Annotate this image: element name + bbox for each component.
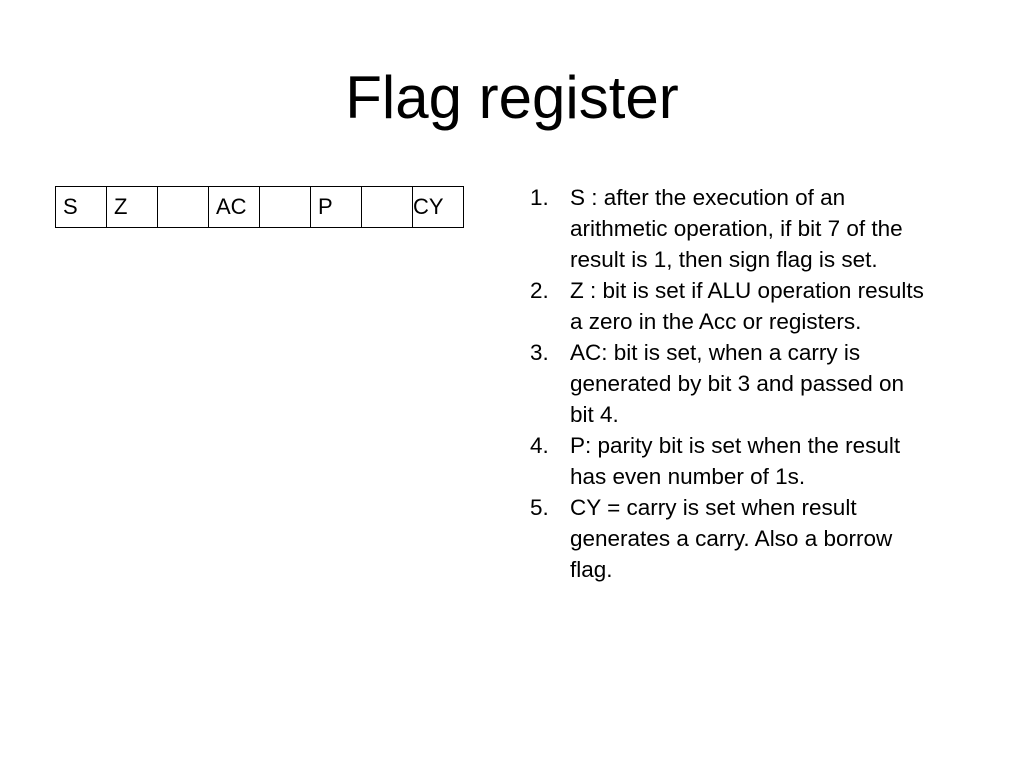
list-item-number: 4. — [530, 433, 549, 458]
flag-cell-p: P — [310, 186, 362, 228]
list-item-text: AC: bit is set, when a carry is generate… — [570, 340, 905, 427]
list-item-number: 1. — [530, 185, 549, 210]
list-item-number: 2. — [530, 278, 549, 303]
flag-cell-cy: CY — [412, 186, 464, 228]
list-item-number: 5. — [530, 495, 549, 520]
flag-cell-s: S — [55, 186, 107, 228]
list-item-text: P: parity bit is set when the result has… — [570, 433, 901, 489]
flag-cell-empty-3 — [361, 186, 413, 228]
flag-cell-ac: AC — [208, 186, 260, 228]
list-item-text: Z : bit is set if ALU operation results … — [570, 278, 924, 334]
flag-description-list: 1. S : after the execution of an arithme… — [530, 182, 930, 585]
list-item-text: S : after the execution of an arithmetic… — [570, 185, 903, 272]
slide-title: Flag register — [345, 64, 679, 131]
list-item: 3. AC: bit is set, when a carry is gener… — [530, 337, 930, 430]
list-item: 4. P: parity bit is set when the result … — [530, 430, 930, 492]
flag-cell-empty-2 — [259, 186, 311, 228]
flag-register-row: S Z AC P CY — [55, 186, 464, 228]
flag-cell-empty-1 — [157, 186, 209, 228]
list-item: 5. CY = carry is set when result generat… — [530, 492, 930, 585]
list-item: 2. Z : bit is set if ALU operation resul… — [530, 275, 930, 337]
flag-register-table: S Z AC P CY — [55, 186, 464, 228]
list-item: 1. S : after the execution of an arithme… — [530, 182, 930, 275]
list-item-number: 3. — [530, 340, 549, 365]
flag-cell-z: Z — [106, 186, 158, 228]
list-item-text: CY = carry is set when result generates … — [570, 495, 893, 582]
